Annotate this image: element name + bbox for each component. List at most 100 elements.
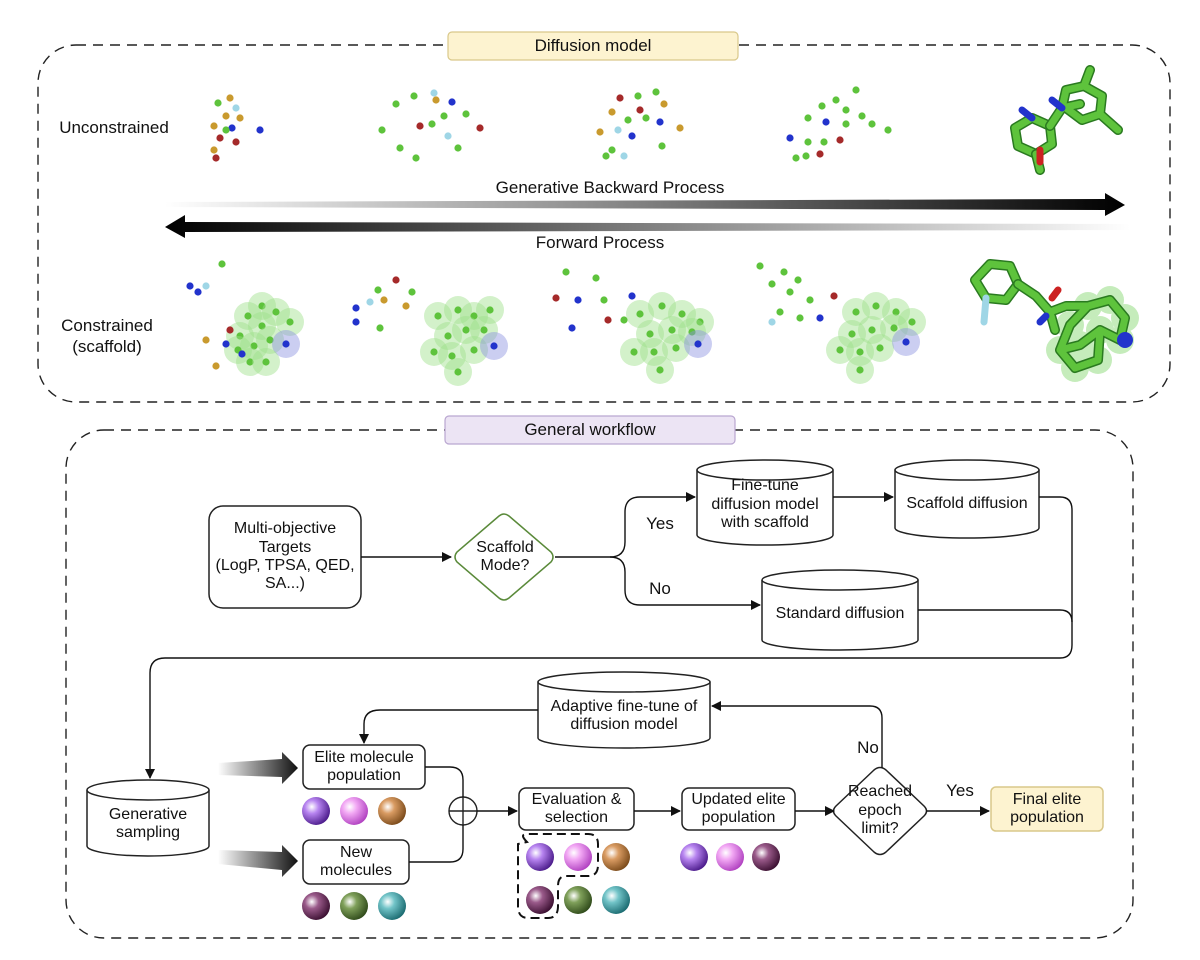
- atom-dot: [392, 276, 400, 284]
- workflow-title-box: [444, 415, 736, 445]
- scaffold-diffusion-label: Scaffold diffusion: [906, 494, 1028, 512]
- atom-dot: [480, 326, 488, 334]
- forward-process-label: Forward Process: [535, 233, 665, 252]
- backward-process-arrow: [165, 193, 1125, 216]
- adaptive-finetune-cylinder: [537, 671, 711, 749]
- targets-label: Multi-objective Targets (LogP, TPSA, QED…: [209, 506, 361, 608]
- scaffold-decision-label: Scaffold Mode?: [459, 535, 551, 579]
- epoch-yes-label: Yes: [946, 781, 974, 800]
- atom-dot: [416, 122, 424, 130]
- new-line1: New: [339, 843, 372, 861]
- atom-dot: [794, 276, 802, 284]
- constrained-label-line2: (scaffold): [72, 337, 142, 357]
- atom-dot: [620, 316, 628, 324]
- atom-dot: [822, 118, 830, 126]
- standard-merge-line: [918, 609, 1073, 623]
- epoch-no-loop-line: [711, 701, 883, 768]
- atom-dot: [868, 120, 876, 128]
- atom-dot: [668, 326, 676, 334]
- atom-dot: [202, 336, 210, 344]
- atom-dot: [786, 288, 794, 296]
- atom-dot: [250, 342, 258, 350]
- atom-dot: [378, 126, 386, 134]
- epoch-line3: limit?: [861, 820, 899, 838]
- atom-dot: [856, 348, 864, 356]
- adaptive-to-elite-line: [359, 709, 538, 744]
- combine-operator-icon: [448, 796, 478, 826]
- atom-dot: [852, 308, 860, 316]
- atom-dot: [792, 154, 800, 162]
- epoch-decision-label: Reached epoch limit?: [840, 781, 920, 841]
- adaptive-line2: diffusion model: [570, 716, 678, 733]
- diffusion-title-box: [447, 31, 739, 61]
- atom-dot: [222, 340, 230, 348]
- updated-line2: population: [701, 809, 776, 826]
- atom-dot: [282, 340, 290, 348]
- atom-dot: [262, 358, 270, 366]
- atom-dot: [816, 314, 824, 322]
- standard-diffusion-label: Standard diffusion: [775, 604, 905, 622]
- atom-dot: [624, 116, 632, 124]
- finetune-line2: diffusion model: [711, 495, 819, 513]
- atom-dot: [256, 126, 264, 134]
- atom-dot: [236, 114, 244, 122]
- adaptive-finetune-label: Adaptive fine-tune of diffusion model: [538, 692, 710, 740]
- atom-dot: [820, 138, 828, 146]
- unconstrained-row-label: Unconstrained: [59, 118, 169, 137]
- no-branch-label: No: [649, 579, 671, 598]
- atom-dot: [908, 318, 916, 326]
- atom-dot: [232, 138, 240, 146]
- atom-dot: [214, 99, 222, 107]
- finetune-line1: Fine-tune: [731, 477, 799, 495]
- sampling-line2: sampling: [115, 824, 181, 841]
- atom-dot: [258, 322, 266, 330]
- atom-dot: [806, 296, 814, 304]
- atom-dot: [876, 344, 884, 352]
- atom-dot: [616, 94, 624, 102]
- molecule-sphere: [340, 797, 368, 825]
- elite-to-combine-line: [425, 766, 464, 797]
- final-line2: population: [1010, 809, 1084, 826]
- atom-dot: [258, 302, 266, 310]
- generative-sampling-cylinder: [86, 779, 210, 857]
- atom-dot: [266, 336, 274, 344]
- constrained-row-label: Constrained (scaffold): [48, 315, 166, 358]
- atom-dot: [212, 154, 220, 162]
- atom-dot: [408, 288, 416, 296]
- atom-dot: [272, 308, 280, 316]
- atom-dot: [872, 302, 880, 310]
- backward-process-label: Generative Backward Process: [495, 178, 725, 197]
- molecule-sphere: [378, 892, 406, 920]
- atom-dot: [222, 112, 230, 120]
- constrained-label-line1: Constrained: [61, 316, 153, 335]
- atom-dot: [568, 324, 576, 332]
- atom-dot: [476, 124, 484, 132]
- atom-dot: [660, 100, 668, 108]
- unconstrained-molecule-icon: [1010, 65, 1123, 175]
- atom-dot: [430, 348, 438, 356]
- atom-dot: [658, 142, 666, 150]
- updated-elite-label: Updated elite population: [682, 788, 795, 830]
- updated-line1: Updated elite: [691, 790, 786, 808]
- atom-dot: [636, 106, 644, 114]
- generative-sampling-label: Generative sampling: [87, 800, 209, 848]
- scaffold-decision-diamond: [454, 513, 554, 601]
- atom-dot: [490, 342, 498, 350]
- final-elite-box: [990, 786, 1104, 832]
- adaptive-line1: Adaptive fine-tune of: [550, 697, 698, 715]
- atom-dot: [892, 308, 900, 316]
- atom-dot: [236, 332, 244, 340]
- atom-dot: [596, 128, 604, 136]
- atom-dot: [454, 144, 462, 152]
- atom-dot: [194, 288, 202, 296]
- atom-dot: [470, 346, 478, 354]
- decision-no-line: [609, 556, 761, 610]
- atom-dot: [210, 146, 218, 154]
- atom-dot: [842, 120, 850, 128]
- atom-dot: [202, 282, 210, 290]
- atom-dot: [780, 268, 788, 276]
- atom-dot: [802, 152, 810, 160]
- scaffold-decision-line1: Scaffold: [476, 538, 534, 556]
- atom-dot: [412, 154, 420, 162]
